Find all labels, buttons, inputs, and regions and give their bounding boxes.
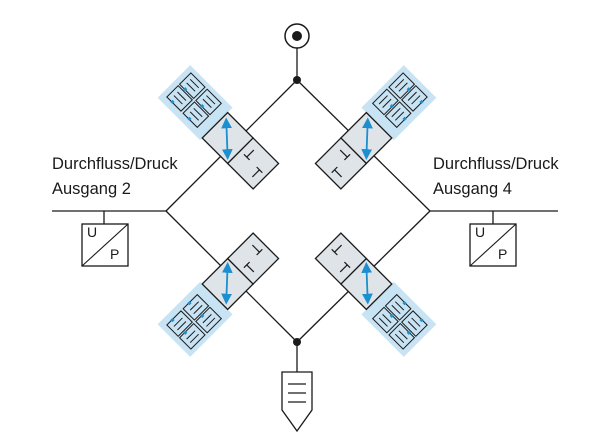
junction-bottom [293,338,301,346]
supply-port-icon [284,23,310,49]
label-left-line2: Ausgang 2 [52,180,131,198]
label-right-line2: Ausgang 4 [433,180,512,198]
label-right-line1: Durchfluss/Druck [433,155,559,173]
valve-bottom-left [158,231,284,357]
transducer-right-p: P [498,246,508,262]
valve-bottom-right [310,231,436,357]
transducer-right-u: U [475,224,486,240]
exhaust-icon [281,371,313,433]
transducer-right [469,223,517,267]
transducer-left-u: U [87,224,98,240]
transducer-left [81,223,129,267]
label-left-line1: Durchfluss/Druck [52,155,178,173]
junction-top [293,76,301,84]
valve-top-right [310,65,436,191]
bridge-lines [52,48,558,372]
transducer-left-p: P [110,246,120,262]
